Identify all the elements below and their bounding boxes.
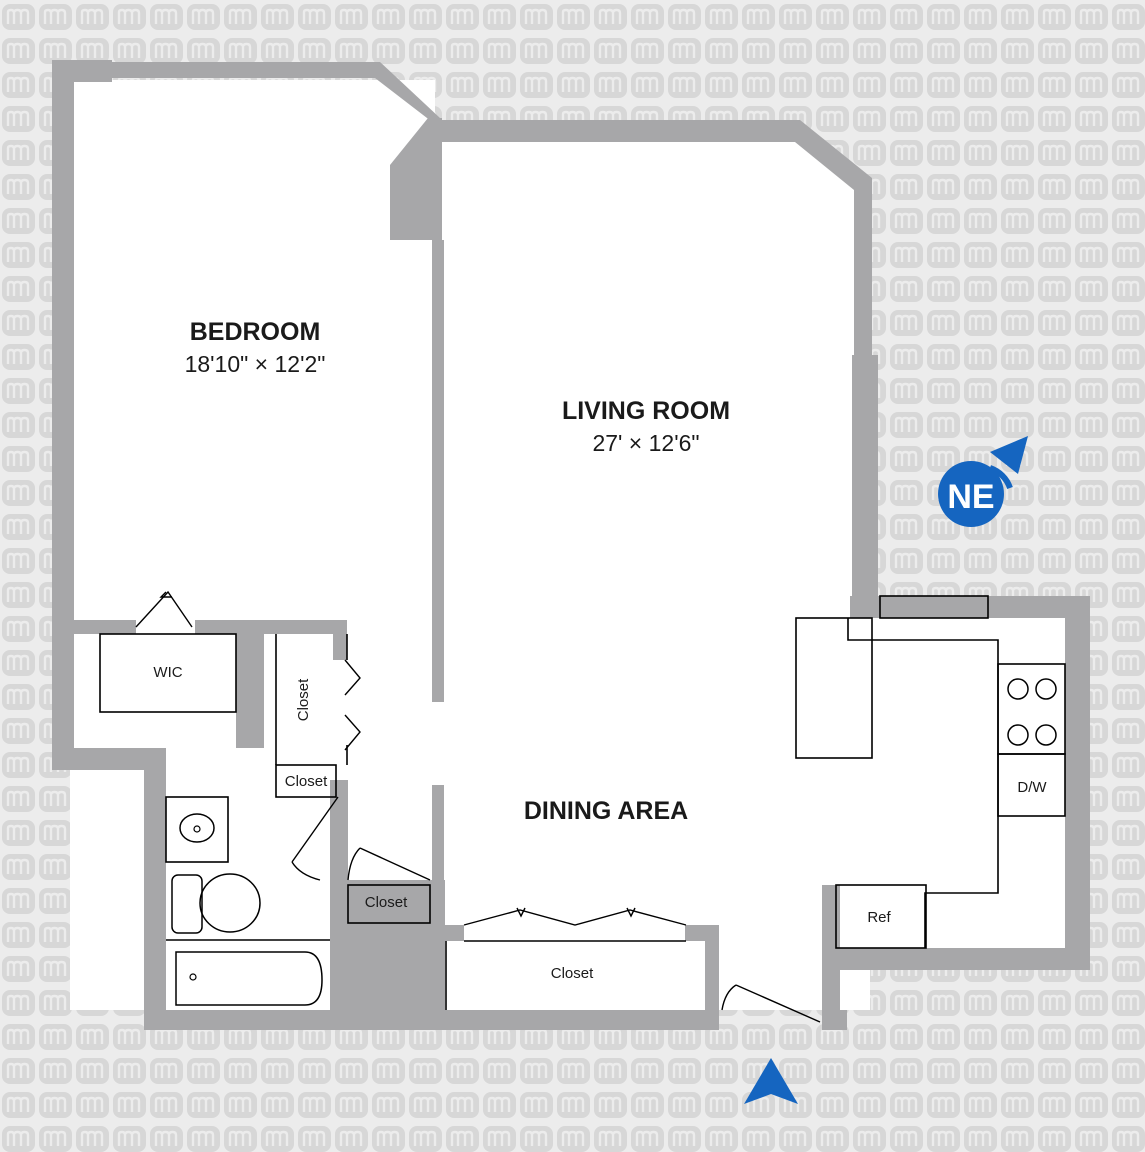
walls xyxy=(52,60,1090,1030)
dishwasher-label: D/W xyxy=(1017,779,1047,796)
burner-icon xyxy=(1035,678,1057,700)
bathroom-fixtures xyxy=(171,813,323,1006)
sink-icon xyxy=(179,813,215,843)
bathtub-icon xyxy=(175,951,323,1006)
entry-arrow-icon xyxy=(744,1058,798,1104)
living-room-size: 27' × 12'6" xyxy=(592,430,699,456)
toilet-tank-icon xyxy=(171,874,203,934)
bedroom-name: BEDROOM xyxy=(190,318,321,346)
burner-icon xyxy=(1007,678,1029,700)
stove xyxy=(1007,678,1057,746)
bedroom-size: 18'10" × 12'2" xyxy=(185,351,326,377)
burner-icon xyxy=(1035,724,1057,746)
refrigerator-label: Ref xyxy=(867,909,891,926)
compass-label: NE xyxy=(947,478,994,516)
wic-label: WIC xyxy=(153,664,182,681)
toilet-bowl-icon xyxy=(199,873,261,933)
doors xyxy=(135,590,821,1023)
closet-small-label: Closet xyxy=(285,773,328,790)
room-outlines xyxy=(99,595,1066,1010)
closet-bath-label: Closet xyxy=(365,894,408,911)
closet-hall-label: Closet xyxy=(295,678,312,721)
floor-area xyxy=(70,80,1065,1010)
north-east-compass-icon: NE xyxy=(938,436,1028,527)
burner-icon xyxy=(1007,724,1029,746)
living-room-name: LIVING ROOM xyxy=(562,397,730,425)
closet-entry-label: Closet xyxy=(551,965,594,982)
dining-area-name: DINING AREA xyxy=(524,797,688,825)
